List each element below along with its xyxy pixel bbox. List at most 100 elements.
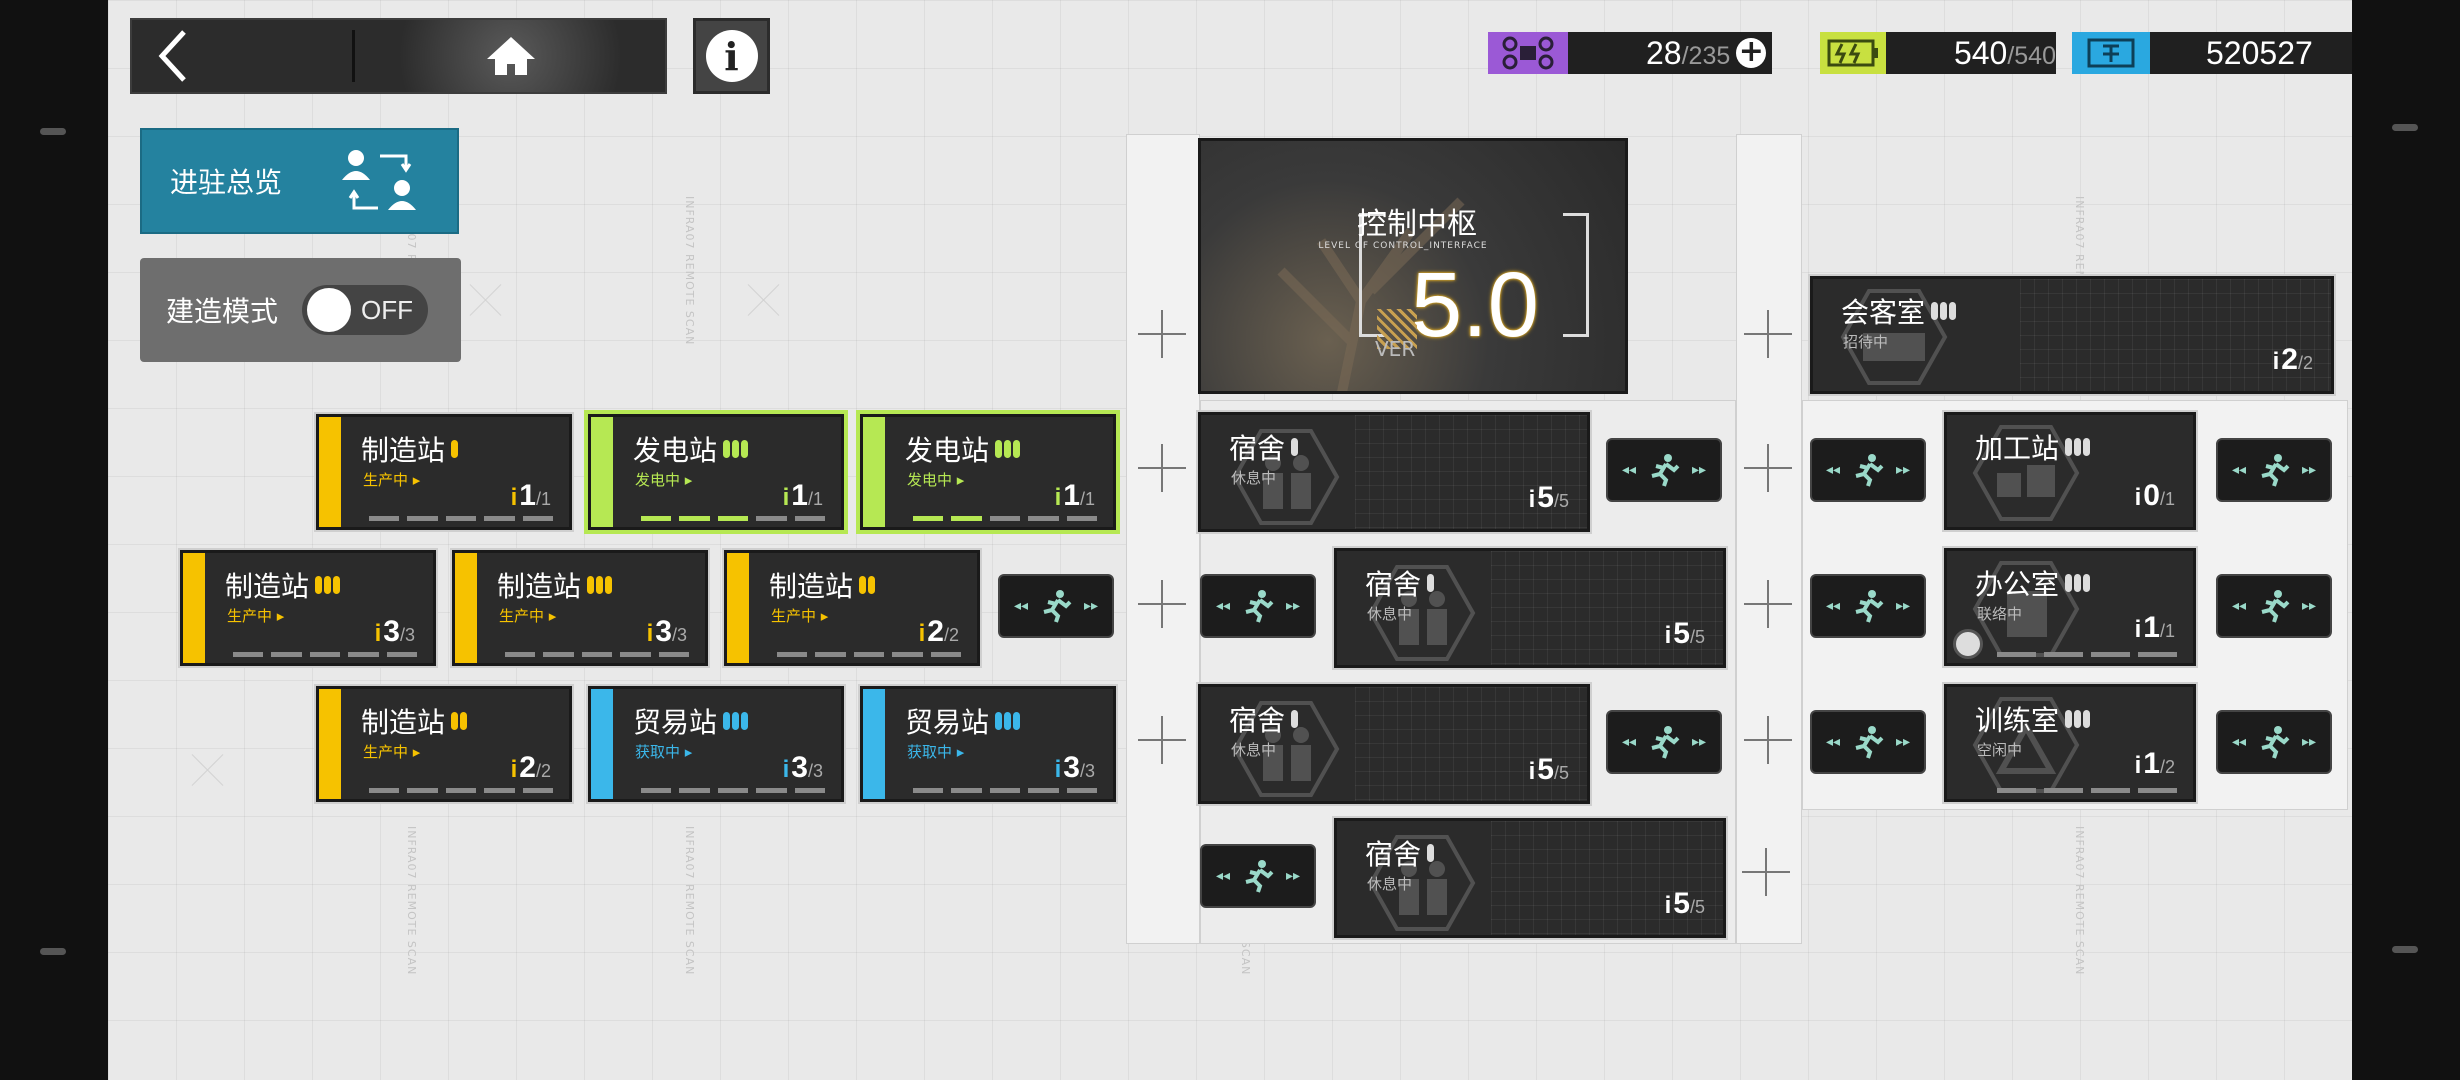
room-accent — [591, 417, 613, 527]
running-man-icon — [1855, 726, 1884, 759]
corridor-exit-button[interactable]: ◂◂▸▸ — [1200, 844, 1316, 908]
edge-indicator — [2392, 124, 2418, 131]
room-name: 制造站 — [361, 706, 446, 739]
stripe-mark — [1377, 309, 1417, 349]
room-accent — [455, 553, 477, 663]
corridor-exit-button[interactable]: ◂◂▸▸ — [1606, 710, 1722, 774]
battery-icon — [1820, 32, 1886, 74]
room-grid — [2020, 279, 2331, 391]
back-button[interactable] — [132, 20, 352, 92]
corridor-node — [1738, 844, 1794, 900]
home-icon — [486, 37, 535, 75]
build-mode-label: 建造模式 — [166, 295, 279, 328]
bg-watermark: INFRA07 REMOTE SCAN — [2351, 826, 2352, 975]
room-status: 获取中 ▸ — [635, 743, 693, 761]
sanity-max: /540 — [2007, 41, 2056, 70]
info-icon: i — [705, 30, 758, 82]
home-button[interactable] — [356, 20, 665, 92]
corridor-exit-button[interactable]: ◂◂▸▸ — [2216, 438, 2332, 502]
room-name: 宿舍 — [1229, 432, 1286, 465]
room-status: 休息中 — [1231, 741, 1277, 759]
overview-label: 进驻总览 — [170, 167, 283, 198]
room-name: 贸易站 — [905, 706, 990, 739]
room-name: 加工站 — [1975, 432, 2060, 465]
corridor-exit-button[interactable]: ◂◂▸▸ — [1606, 438, 1722, 502]
drone-count: 28 — [1646, 34, 1682, 71]
room-name: 宿舍 — [1229, 704, 1286, 737]
divider — [352, 30, 355, 82]
add-drone-button[interactable]: + — [1736, 37, 1767, 68]
corridor-right — [1736, 134, 1802, 944]
workshop-icon — [1972, 425, 2080, 521]
bg-watermark: INFRA07 REMOTE SCAN — [2351, 196, 2352, 345]
room-status: 空闲中 — [1977, 741, 2023, 759]
room-status: 休息中 — [1367, 875, 1413, 893]
corridor-exit-button[interactable]: ◂◂▸▸ — [998, 574, 1114, 638]
room-status: 联络中 — [1977, 605, 2023, 623]
build-mode-toggle[interactable]: OFF — [302, 285, 429, 335]
corridor-node — [1740, 712, 1796, 768]
running-man-icon — [2261, 590, 2290, 623]
corridor-exit-button[interactable]: ◂◂▸▸ — [1810, 710, 1926, 774]
drone-counter: 28/235 + — [1488, 32, 1772, 74]
version-prefix: VER — [1375, 337, 1416, 361]
edge-indicator — [2392, 946, 2418, 953]
room-accent — [183, 553, 205, 663]
running-man-icon — [1245, 590, 1274, 623]
room-name: 宿舍 — [1365, 568, 1422, 601]
dorm-grid — [1491, 821, 1723, 935]
room-accent — [727, 553, 749, 663]
control-center-room[interactable]: 控制中枢 LEVEL OF CONTROL_INTERFACE 5.0 VER — [1198, 138, 1628, 394]
drone-max: /235 — [1681, 41, 1731, 70]
chevron-left-icon — [158, 30, 186, 82]
bg-watermark: INFRA07 REMOTE SCAN — [405, 826, 418, 976]
info-button[interactable]: i — [693, 18, 770, 94]
corridor-node — [1134, 712, 1190, 768]
corridor-exit-button[interactable]: ◂◂▸▸ — [1810, 574, 1926, 638]
sanity-counter: 540/540 — [1820, 32, 2056, 74]
room-name: 制造站 — [769, 570, 854, 603]
bg-watermark: INFRA07 REMOTE SCAN — [2073, 826, 2086, 976]
room-status: 生产中 ▸ — [227, 607, 285, 625]
station-overview-button[interactable]: 进驻总览 — [140, 128, 459, 234]
person-silhouette-icon — [1232, 701, 1340, 797]
room-status: 休息中 — [1367, 605, 1413, 623]
toggle-state: OFF — [361, 294, 414, 325]
toggle-knob — [307, 288, 352, 332]
room-name: 训练室 — [1975, 704, 2060, 737]
corridor-exit-button[interactable]: ◂◂▸▸ — [1810, 438, 1926, 502]
room-accent — [319, 689, 341, 799]
corridor-node — [1134, 576, 1190, 632]
corridor-exit-button[interactable]: ◂◂▸▸ — [2216, 710, 2332, 774]
lmd-counter: 520527 — [2072, 32, 2352, 74]
running-man-icon — [1245, 860, 1274, 893]
dorm-grid — [1355, 687, 1587, 801]
corridor-exit-button[interactable]: ◂◂▸▸ — [1200, 574, 1316, 638]
operator-avatar-icon — [1953, 629, 1983, 659]
room-name: 制造站 — [361, 434, 446, 467]
corridor-exit-button[interactable]: ◂◂▸▸ — [2216, 574, 2332, 638]
